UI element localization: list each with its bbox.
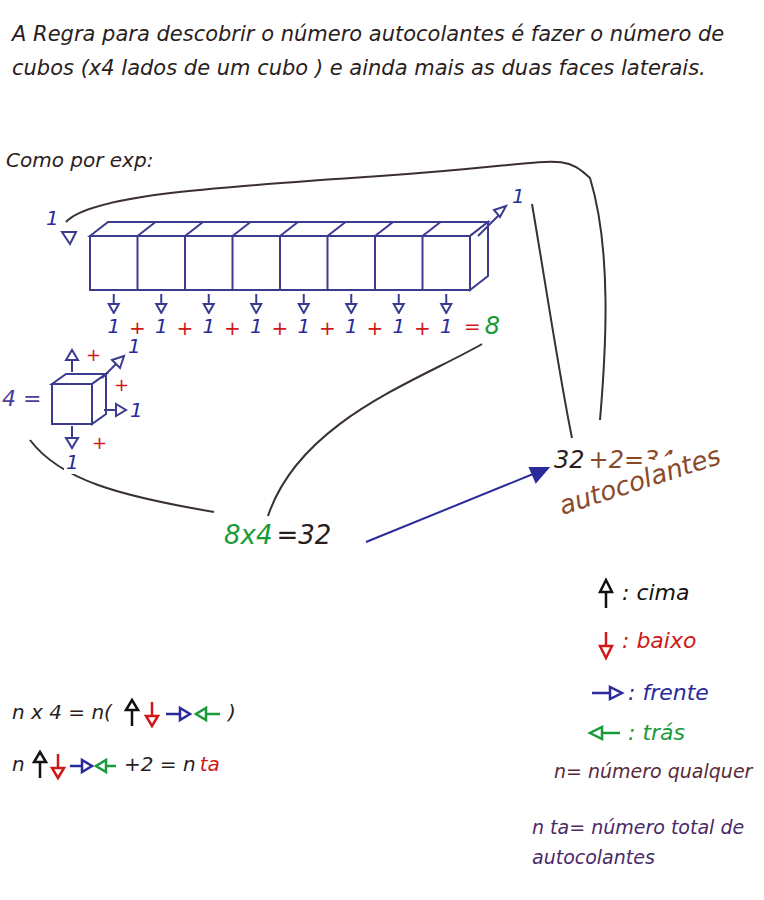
definition: n ta= número total de autocolantes: [530, 812, 754, 873]
face-count: 1: [105, 314, 122, 338]
legend-text: : frente: [626, 680, 711, 706]
cube-row: [90, 222, 488, 290]
formula-arrows: [126, 700, 220, 726]
face-count: 1: [64, 450, 81, 474]
leader-curve: [268, 344, 482, 516]
leader-curve: [532, 204, 572, 438]
face-count: 1: [390, 314, 407, 338]
total-sum: 32: [552, 446, 587, 475]
product: =32: [274, 520, 333, 551]
down-arrows: [109, 294, 452, 313]
plus-sign: +: [222, 316, 243, 340]
end-arrow: [62, 232, 76, 244]
plus-sign: +: [175, 316, 196, 340]
equals-sign: =: [462, 314, 483, 338]
formula: n: [10, 752, 27, 776]
leader-curve: [30, 440, 214, 512]
plus-sign: +: [270, 316, 291, 340]
plus-sign: +: [112, 374, 131, 396]
plus-sign: +: [412, 316, 433, 340]
legend-arrows: [590, 580, 622, 739]
face-count: 1: [510, 184, 527, 208]
result-arrow: [366, 472, 538, 542]
face-count: 1: [200, 314, 217, 338]
plus-sign: +: [84, 344, 103, 366]
row-sum: 8: [483, 312, 502, 341]
formula: ta: [198, 752, 222, 776]
plus-sign: +: [365, 316, 386, 340]
example-note: Como por exp:: [4, 148, 155, 172]
face-count: 1: [126, 334, 143, 358]
plus-sign: +: [90, 432, 109, 454]
leader-curve: [66, 162, 606, 420]
arrow-head: [494, 206, 506, 217]
formula: +2 = n: [122, 752, 198, 776]
product: 8x4: [222, 520, 274, 551]
plus-sign: +: [317, 316, 338, 340]
cube-count: 4 =: [0, 386, 43, 412]
formula: n x 4 = n(: [10, 700, 114, 724]
face-count: 1: [44, 206, 61, 230]
face-count: 1: [153, 314, 170, 338]
legend-text: : cima: [620, 580, 692, 606]
face-count: 1: [295, 314, 312, 338]
face-count: 1: [248, 314, 265, 338]
definition: n= número qualquer: [552, 756, 756, 786]
formula: ): [226, 700, 238, 724]
legend-text: : trás: [626, 720, 687, 746]
rule-note: A Regra para descobrir o número autocola…: [10, 18, 754, 85]
face-count: 1: [128, 398, 145, 422]
face-count: 1: [438, 314, 455, 338]
face-count: 1: [343, 314, 360, 338]
arrow-head: [530, 468, 548, 482]
formula-arrows: [34, 752, 116, 778]
legend-text: : baixo: [620, 628, 698, 654]
